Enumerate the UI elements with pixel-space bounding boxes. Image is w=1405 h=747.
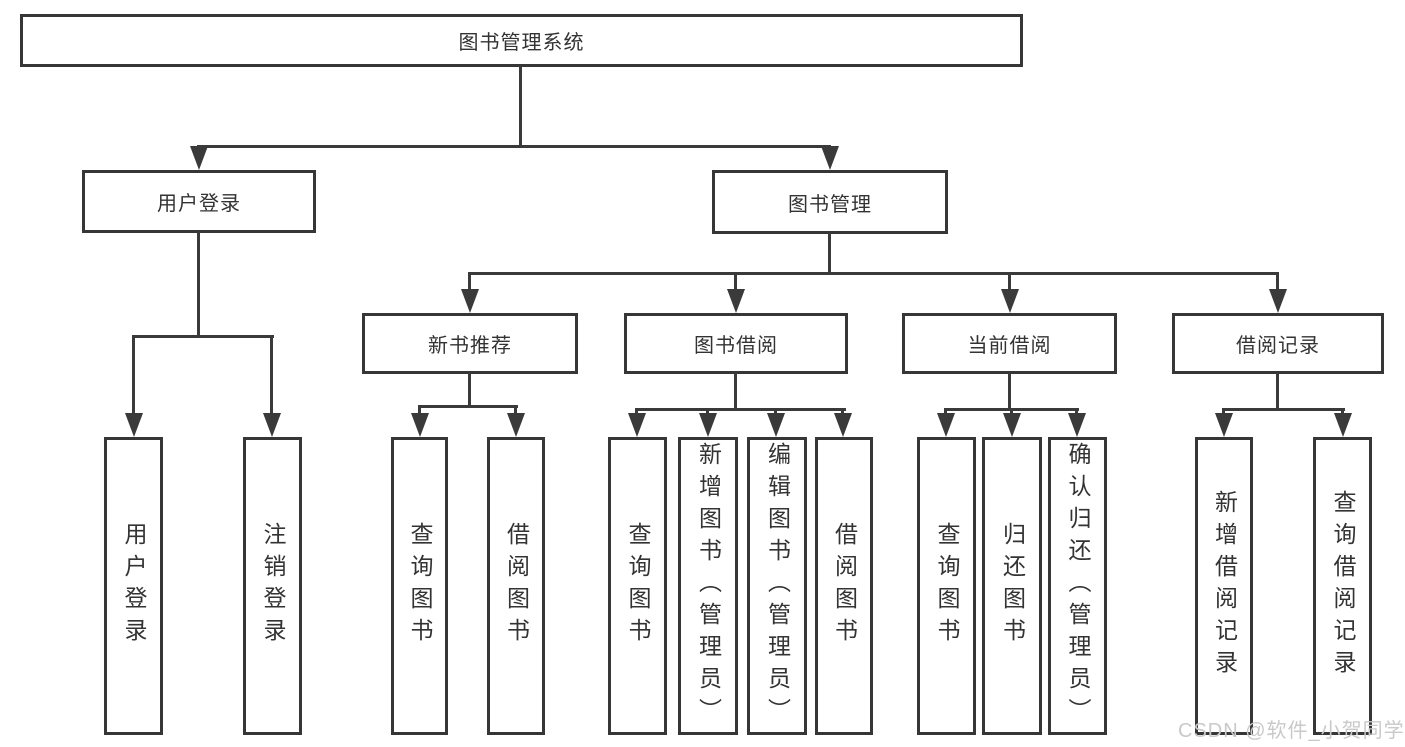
node-root-label: 图书管理系统 bbox=[458, 32, 585, 54]
arrow-down-icon bbox=[125, 413, 143, 437]
connector-bookmgmt-stem bbox=[828, 233, 831, 274]
connector-userlogin-drop-left bbox=[132, 335, 135, 417]
leaf-borrow-book-newbook-label: 借阅图书 bbox=[503, 522, 530, 650]
node-user-login-label: 用户登录 bbox=[157, 193, 241, 215]
arrow-down-icon bbox=[411, 413, 429, 437]
node-borrow-records-label: 借阅记录 bbox=[1236, 335, 1320, 357]
leaf-add-borrow-record: 新增借阅记录 bbox=[1195, 437, 1253, 735]
connector-root-branch bbox=[197, 145, 831, 148]
leaf-add-book-admin-label: 新增图书（管理员） bbox=[695, 442, 722, 730]
leaf-query-borrow-record-label: 查询借阅记录 bbox=[1330, 490, 1356, 682]
leaf-edit-book-admin: 编辑图书（管理员） bbox=[747, 437, 807, 735]
leaf-query-book-newbook-label: 查询图书 bbox=[407, 522, 433, 650]
connector-borrowing-drop-1 bbox=[635, 408, 638, 416]
leaf-borrow-book-newbook: 借阅图书 bbox=[487, 437, 545, 735]
arrow-down-icon bbox=[263, 413, 281, 437]
arrow-down-icon bbox=[821, 146, 839, 170]
arrow-down-icon bbox=[937, 413, 955, 437]
node-new-book-recommend-label: 新书推荐 bbox=[428, 335, 512, 357]
leaf-query-book-current-label: 查询图书 bbox=[934, 522, 960, 650]
connector-borrowing-stem bbox=[734, 373, 737, 411]
connector-current-drop-2 bbox=[1010, 408, 1013, 416]
leaf-query-book-borrowing: 查询图书 bbox=[608, 437, 667, 735]
connector-records-drop-right bbox=[1341, 408, 1344, 416]
connector-records-drop-left bbox=[1222, 408, 1225, 416]
connector-current-drop-3 bbox=[1075, 408, 1078, 416]
connector-bookmgmt-drop-4 bbox=[1276, 272, 1279, 292]
connector-bookmgmt-drop-3 bbox=[1008, 272, 1011, 292]
connector-borrowing-drop-2 bbox=[706, 408, 709, 416]
arrow-down-icon bbox=[1003, 413, 1021, 437]
csdn-watermark: CSDN @软件_小贺同学 bbox=[1178, 720, 1405, 742]
leaf-confirm-return-admin: 确认归还（管理员） bbox=[1048, 437, 1107, 735]
arrow-down-icon bbox=[1269, 289, 1287, 313]
leaf-query-borrow-record: 查询借阅记录 bbox=[1313, 437, 1372, 735]
node-book-borrowing-label: 图书借阅 bbox=[694, 335, 778, 357]
arrow-down-icon bbox=[699, 413, 717, 437]
node-new-book-recommend: 新书推荐 bbox=[362, 313, 578, 374]
node-book-borrowing: 图书借阅 bbox=[624, 313, 848, 374]
node-current-borrowing: 当前借阅 bbox=[902, 313, 1117, 374]
node-root-system: 图书管理系统 bbox=[20, 14, 1023, 67]
arrow-down-icon bbox=[190, 146, 208, 170]
leaf-logout: 注销登录 bbox=[243, 437, 302, 735]
leaf-add-book-admin: 新增图书（管理员） bbox=[678, 437, 738, 735]
node-borrow-records: 借阅记录 bbox=[1172, 313, 1384, 374]
arrow-down-icon bbox=[727, 289, 745, 313]
leaf-logout-label: 注销登录 bbox=[260, 522, 286, 650]
arrow-down-icon bbox=[507, 413, 525, 437]
connector-newbook-branch bbox=[418, 405, 518, 408]
connector-userlogin-branch bbox=[132, 335, 274, 338]
node-user-login: 用户登录 bbox=[82, 170, 316, 233]
connector-newbook-drop-left bbox=[418, 405, 421, 416]
connector-borrowing-drop-4 bbox=[841, 408, 844, 416]
leaf-confirm-return-admin-label: 确认归还（管理员） bbox=[1065, 442, 1091, 730]
connector-bookmgmt-drop-2 bbox=[734, 272, 737, 292]
connector-root-stem bbox=[519, 66, 522, 145]
connector-userlogin-drop-right bbox=[270, 335, 273, 417]
connector-records-branch bbox=[1222, 408, 1345, 411]
connector-bookmgmt-branch bbox=[468, 272, 1279, 275]
leaf-add-borrow-record-label: 新增借阅记录 bbox=[1211, 490, 1238, 682]
arrow-down-icon bbox=[1001, 289, 1019, 313]
arrow-down-icon bbox=[834, 413, 852, 437]
leaf-borrow-book-borrowing-label: 借阅图书 bbox=[831, 522, 858, 650]
connector-userlogin-stem bbox=[197, 232, 200, 336]
leaf-return-book-label: 归还图书 bbox=[999, 522, 1026, 650]
leaf-borrow-book-borrowing: 借阅图书 bbox=[815, 437, 873, 735]
leaf-query-book-current: 查询图书 bbox=[917, 437, 976, 735]
arrow-down-icon bbox=[1068, 413, 1086, 437]
connector-newbook-drop-right bbox=[514, 405, 517, 416]
leaf-return-book: 归还图书 bbox=[982, 437, 1042, 735]
node-book-management: 图书管理 bbox=[712, 170, 948, 234]
arrow-down-icon bbox=[767, 413, 785, 437]
arrow-down-icon bbox=[1215, 413, 1233, 437]
connector-borrowing-drop-3 bbox=[774, 408, 777, 416]
leaf-user-login-label: 用户登录 bbox=[121, 522, 147, 650]
connector-current-drop-1 bbox=[944, 408, 947, 416]
arrow-down-icon bbox=[1334, 413, 1352, 437]
connector-bookmgmt-drop-1 bbox=[468, 272, 471, 292]
node-book-management-label: 图书管理 bbox=[788, 193, 872, 216]
connector-newbook-stem bbox=[468, 373, 471, 406]
leaf-user-login: 用户登录 bbox=[104, 437, 163, 735]
leaf-query-book-borrowing-label: 查询图书 bbox=[625, 522, 651, 650]
arrow-down-icon bbox=[628, 413, 646, 437]
leaf-edit-book-admin-label: 编辑图书（管理员） bbox=[764, 442, 791, 730]
connector-current-stem bbox=[1008, 373, 1011, 411]
node-current-borrowing-label: 当前借阅 bbox=[967, 335, 1052, 357]
leaf-query-book-newbook: 查询图书 bbox=[391, 437, 448, 735]
connector-records-stem bbox=[1276, 373, 1279, 411]
connector-borrowing-branch bbox=[635, 408, 846, 411]
arrow-down-icon bbox=[461, 289, 479, 313]
